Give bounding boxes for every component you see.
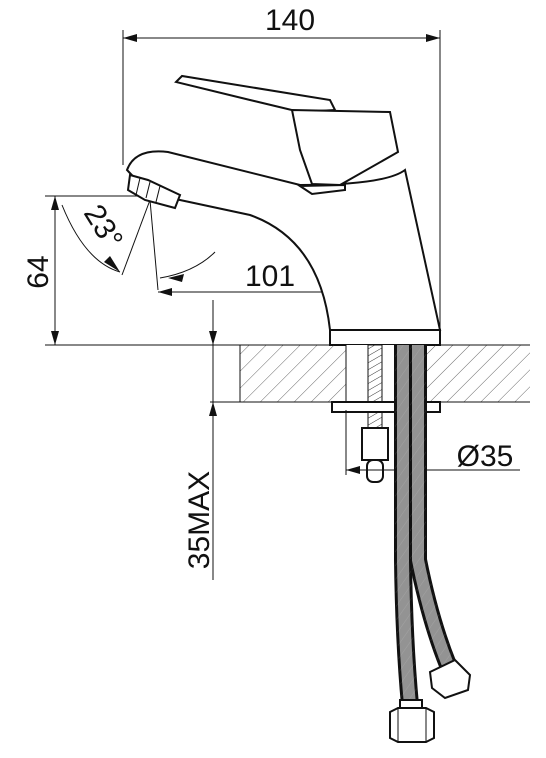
counter-top [239,344,530,403]
width-label: 140 [265,4,315,37]
width-dimension: 140 [122,4,441,335]
height-label: 64 [22,255,55,288]
mounting-hardware [331,344,441,483]
angle-dimension: 23° [61,199,216,291]
flexible-hoses [389,345,472,743]
height-dimension: 64 [22,195,240,346]
diameter-dimension: Ø35 [345,410,520,475]
faucet-body [125,150,442,346]
lever-handle [174,74,400,196]
reach-label: 101 [245,260,295,293]
diameter-label: Ø35 [457,440,514,473]
thickness-dimension: 35MAX [183,300,240,580]
thickness-label: 35MAX [183,471,216,569]
